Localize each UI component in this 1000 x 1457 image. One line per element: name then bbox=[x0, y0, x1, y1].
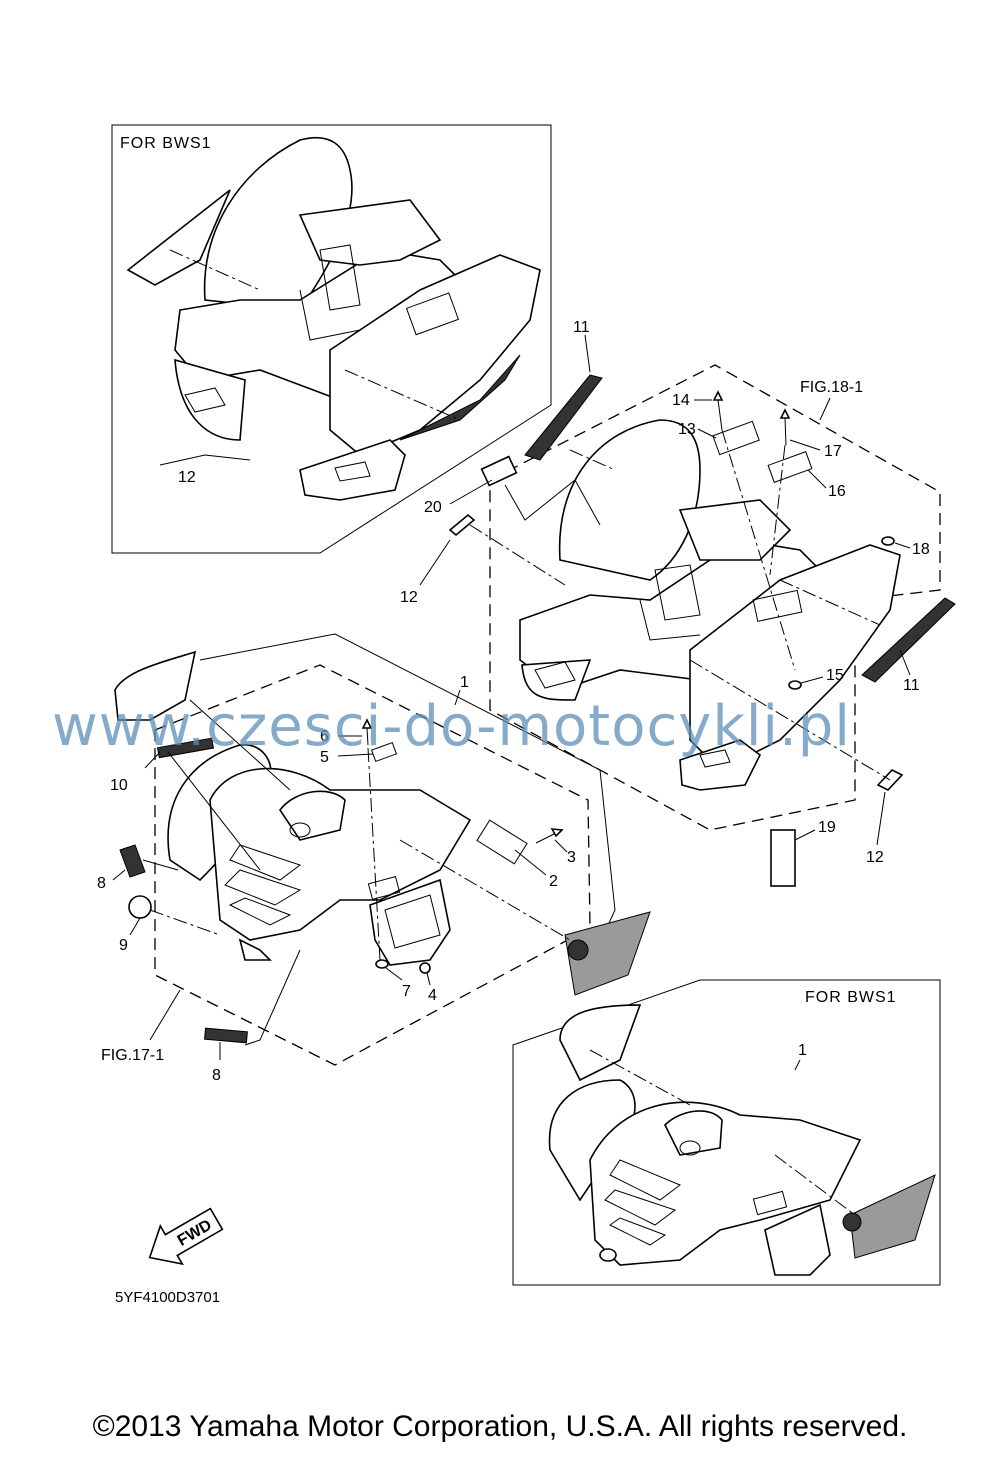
graphic-decal-bws1 bbox=[399, 354, 521, 441]
caution-card-19 bbox=[770, 829, 796, 887]
label-11-top: 11 bbox=[573, 319, 590, 336]
label-20: 20 bbox=[424, 499, 442, 516]
label-1-bws1: 1 bbox=[798, 1042, 807, 1059]
rear-fender bbox=[519, 419, 901, 791]
pin-14 bbox=[717, 399, 723, 431]
label-10: 10 bbox=[110, 777, 128, 794]
decal-20 bbox=[480, 455, 518, 487]
plate-5 bbox=[370, 741, 398, 763]
label-3: 3 bbox=[567, 849, 576, 866]
label-7: 7 bbox=[402, 983, 411, 1000]
plate-16 bbox=[767, 451, 813, 483]
label-15: 15 bbox=[826, 667, 844, 684]
label-17: 17 bbox=[824, 443, 842, 460]
label-2: 2 bbox=[549, 873, 558, 890]
label-16: 16 bbox=[828, 483, 846, 500]
label-8-lower: 8 bbox=[212, 1067, 221, 1084]
front-graphic-decal-bws1 bbox=[849, 1174, 936, 1259]
label-18: 18 bbox=[912, 541, 930, 558]
label-12-left: 12 bbox=[400, 589, 418, 606]
watermark: www.czesci-do-motocykli.pl bbox=[52, 694, 851, 759]
label-6: 6 bbox=[320, 728, 329, 745]
label-11-right: 11 bbox=[903, 677, 920, 694]
label-8-left: 8 bbox=[97, 875, 106, 892]
bws1-front-box: FOR BWS1 1 bbox=[512, 979, 941, 1286]
clip-4 bbox=[419, 962, 431, 974]
decal-12-left bbox=[448, 513, 476, 537]
pin-3 bbox=[535, 832, 557, 844]
bws1-rear-box-title: FOR BWS1 bbox=[120, 135, 212, 152]
front-decal-upper bbox=[114, 650, 197, 721]
graphic-11-right bbox=[861, 597, 956, 683]
front-fender bbox=[167, 743, 472, 966]
rear-fender-bws1 bbox=[174, 136, 541, 501]
plate-13 bbox=[712, 420, 760, 456]
grommet-15 bbox=[788, 680, 802, 690]
fwd-arrow: FWD bbox=[148, 1207, 224, 1266]
front-fender-group: FIG.17-1 1 2 3 5 6 bbox=[97, 633, 651, 1084]
fig-17-1-ref: FIG.17-1 bbox=[101, 1047, 164, 1064]
label-5: 5 bbox=[320, 749, 329, 766]
emblem-10 bbox=[156, 737, 215, 759]
front-graphic-decal bbox=[564, 911, 651, 996]
drawing-code: 5YF4100D3701 bbox=[115, 1289, 220, 1306]
emblem-8-left bbox=[119, 844, 146, 878]
front-fender-bws1 bbox=[548, 1004, 862, 1276]
plate-2 bbox=[476, 819, 528, 865]
grommet-18 bbox=[881, 536, 895, 546]
label-12-right: 12 bbox=[866, 849, 884, 866]
label-9: 9 bbox=[119, 937, 128, 954]
rear-fender-group: FIG.18-1 11 11 13 14 bbox=[400, 319, 956, 887]
bws1-rear-box: FOR BWS1 12 bbox=[111, 124, 552, 554]
label-4: 4 bbox=[428, 987, 437, 1004]
pin-17 bbox=[784, 417, 787, 446]
emblem-8-lower bbox=[204, 1027, 248, 1044]
label-19: 19 bbox=[818, 819, 836, 836]
bws1-front-box-title: FOR BWS1 bbox=[805, 989, 897, 1006]
fig-18-1-ref: FIG.18-1 bbox=[800, 379, 863, 396]
label-13: 13 bbox=[678, 421, 696, 438]
label-1-top: 1 bbox=[460, 674, 469, 691]
copyright-notice: ©2013 Yamaha Motor Corporation, U.S.A. A… bbox=[92, 1410, 908, 1443]
label-14: 14 bbox=[672, 392, 690, 409]
reflector-9 bbox=[128, 895, 152, 919]
graphic-11-left bbox=[524, 374, 603, 461]
grommet-7 bbox=[375, 959, 389, 969]
pin-6 bbox=[366, 727, 369, 746]
decal-12-bws1 bbox=[126, 189, 231, 286]
label-12-bws1: 12 bbox=[178, 469, 196, 486]
